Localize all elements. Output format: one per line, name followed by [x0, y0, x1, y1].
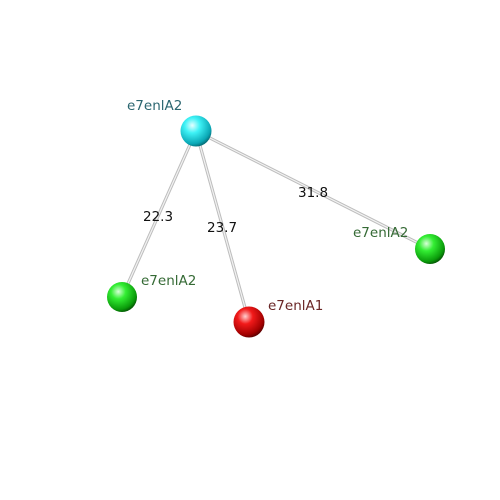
edge-center-middle[interactable]: [194, 129, 251, 324]
node-right[interactable]: [415, 234, 445, 264]
edge-label-center-middle: 23.7: [207, 220, 237, 236]
edges: [120, 129, 432, 324]
nodes: [107, 115, 445, 338]
edge-label-center-right: 31.8: [298, 185, 328, 201]
edge-center-right[interactable]: [194, 129, 432, 251]
atom-sphere-cyan[interactable]: [180, 115, 212, 147]
node-label-right: e7enlA2: [353, 225, 408, 241]
atom-sphere-red[interactable]: [233, 306, 265, 338]
node-label-center: e7enlA2: [127, 98, 182, 114]
atom-sphere-green[interactable]: [107, 282, 137, 312]
node-left[interactable]: [107, 282, 137, 312]
node-center[interactable]: [180, 115, 212, 147]
atom-sphere-green[interactable]: [415, 234, 445, 264]
node-label-middle: e7enlA1: [268, 298, 323, 314]
node-labels: e7enlA2 e7enlA2 e7enlA1 e7enlA2: [127, 98, 408, 314]
edge-labels: 22.3 23.7 31.8: [143, 185, 328, 236]
edge-center-left[interactable]: [120, 129, 198, 299]
node-middle[interactable]: [233, 306, 265, 338]
edge-label-center-left: 22.3: [143, 209, 173, 225]
node-label-left: e7enlA2: [141, 273, 196, 289]
